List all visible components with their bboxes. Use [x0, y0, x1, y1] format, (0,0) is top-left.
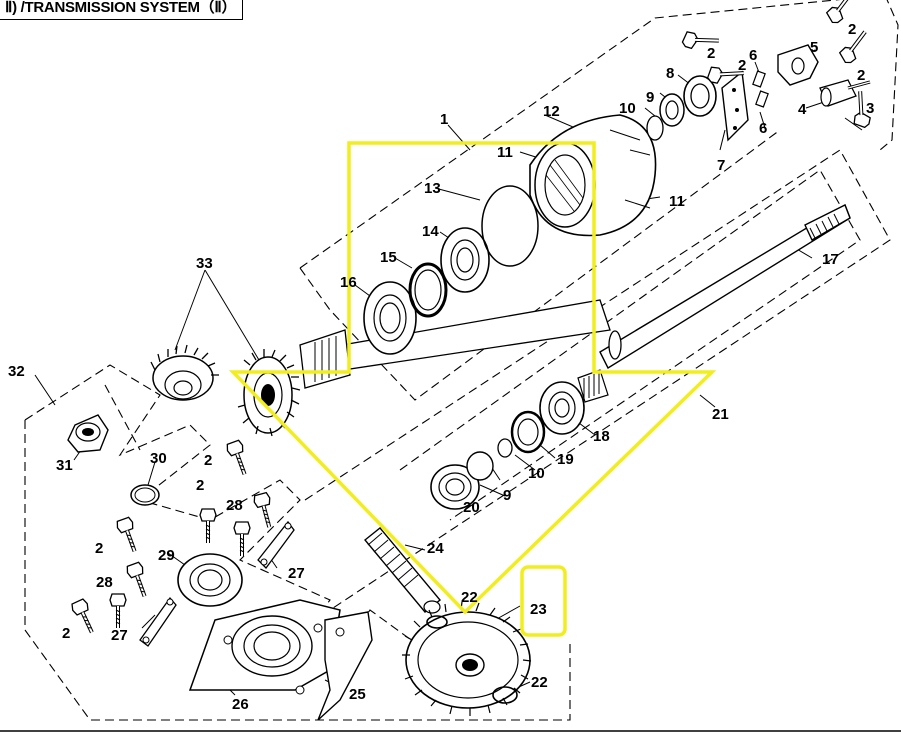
callout-19: 19: [557, 451, 574, 468]
callout-2: 2: [62, 625, 70, 642]
callout-1: 1: [440, 111, 448, 128]
callout-27: 27: [111, 627, 128, 644]
clips: [139, 520, 295, 647]
callout-27: 27: [288, 565, 305, 582]
callout-30: 30: [150, 450, 167, 467]
callout-24: 24: [427, 540, 444, 557]
callout-9: 9: [503, 487, 511, 504]
callout-2: 2: [707, 45, 715, 62]
callout-labels: 1 2 2 2 2 2 2 2 2 2 3 4 5 6 6 7 8 9 9 10…: [8, 21, 874, 713]
bevel-gear-right: [237, 349, 301, 437]
callout-33: 33: [196, 255, 213, 272]
callout-4: 4: [798, 101, 807, 118]
callout-22: 22: [461, 589, 478, 606]
guide-bracket: [317, 611, 373, 721]
callout-13: 13: [424, 180, 441, 197]
driven-gear: [402, 601, 532, 716]
callout-3: 3: [866, 100, 874, 117]
nut: [67, 414, 109, 453]
callout-7: 7: [717, 157, 725, 174]
callout-25: 25: [349, 686, 366, 703]
arrow-highlight-icon: [228, 141, 717, 615]
upper-seals: [646, 75, 717, 141]
circlips: [426, 615, 518, 704]
bearing-left: [177, 553, 243, 607]
lower-housing: [188, 599, 341, 695]
callout-2: 2: [204, 452, 212, 469]
callout-20: 20: [463, 499, 480, 516]
callout-16: 16: [340, 274, 357, 291]
callout-26: 26: [232, 696, 249, 713]
bearing-group-upper: [363, 185, 539, 355]
callout-6: 6: [759, 120, 767, 137]
callout-2: 2: [738, 57, 746, 74]
shift-bracket: [777, 44, 871, 107]
pinion-shaft: [299, 329, 351, 389]
pins: [752, 70, 769, 108]
callout-18: 18: [593, 428, 610, 445]
plate: [721, 70, 749, 142]
callout-2: 2: [95, 540, 103, 557]
callout-28: 28: [96, 574, 113, 591]
callout-23: 23: [530, 601, 547, 618]
callout-2: 2: [196, 477, 204, 494]
callout-10: 10: [528, 465, 545, 482]
callout-9: 9: [646, 89, 654, 106]
washer: [130, 484, 160, 506]
bearing-group-lower: [430, 369, 609, 510]
callout-5: 5: [810, 39, 818, 56]
callout-11: 11: [497, 144, 513, 161]
callout-10: 10: [619, 100, 636, 117]
callout-2: 2: [848, 21, 856, 38]
callout-29: 29: [158, 547, 175, 564]
bevel-gear-left: [150, 344, 219, 401]
callout-12: 12: [543, 103, 560, 120]
callout-17: 17: [822, 251, 839, 268]
page-title: Ⅱ) /TRANSMISSION SYSTEM（Ⅱ）: [0, 0, 244, 20]
callout-28: 28: [226, 497, 243, 514]
callout-6: 6: [749, 47, 757, 64]
callout-31: 31: [56, 457, 73, 474]
callout-2: 2: [857, 67, 865, 84]
highlight-box-23: [520, 565, 567, 637]
input-shaft: [364, 527, 441, 614]
callout-22: 22: [531, 674, 548, 691]
callout-14: 14: [422, 223, 439, 240]
callout-32: 32: [8, 363, 25, 380]
callout-11: 11: [669, 193, 685, 210]
callout-8: 8: [666, 65, 674, 82]
callout-15: 15: [380, 249, 397, 266]
callout-21: 21: [712, 406, 729, 423]
